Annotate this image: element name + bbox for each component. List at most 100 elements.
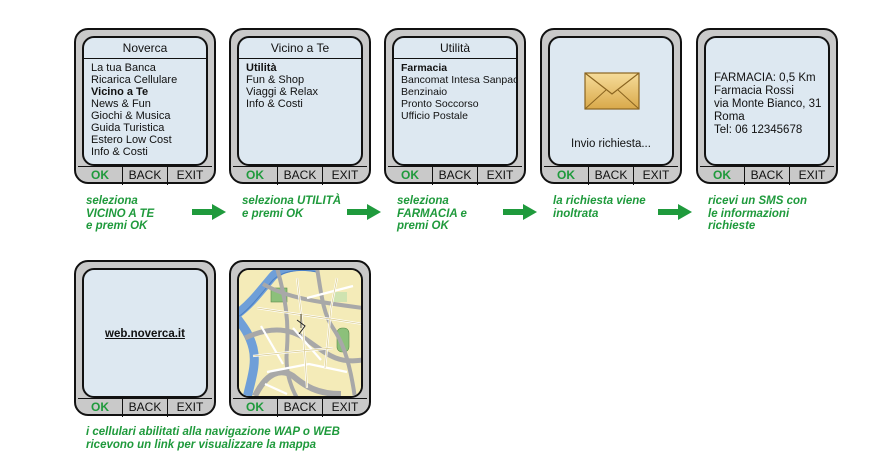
phone-screen: Noverca La tua Banca Ricarica Cellulare …: [82, 36, 208, 166]
menu-item-fun-shop[interactable]: Fun & Shop: [246, 74, 305, 86]
sms-line-address: via Monte Bianco, 31: [714, 98, 822, 110]
back-button[interactable]: BACK: [433, 167, 478, 185]
back-button[interactable]: BACK: [278, 167, 323, 185]
screen-title: Vicino a Te: [239, 38, 361, 59]
sms-line-distance: FARMACIA: 0,5 Km: [714, 72, 816, 84]
caption-line: e premi OK: [86, 220, 148, 232]
caption-step-4: la richiesta viene inoltrata: [553, 195, 646, 220]
phone-screen: FARMACIA: 0,5 Km Farmacia Rossi via Mont…: [704, 36, 830, 166]
phone-screen: web.noverca.it: [82, 268, 208, 398]
sms-line-name: Farmacia Rossi: [714, 85, 794, 97]
back-button[interactable]: BACK: [123, 399, 168, 417]
menu-item-benzinaio[interactable]: Benzinaio: [401, 86, 448, 98]
phone-vicino-a-te-menu: Vicino a Te Utilità Fun & Shop Viaggi & …: [229, 28, 371, 185]
caption-step-1: seleziona VICINO A TE e premi OK: [86, 195, 154, 233]
exit-button[interactable]: EXIT: [331, 400, 359, 414]
menu-item-ricarica-cellulare[interactable]: Ricarica Cellulare: [91, 74, 178, 86]
softkeys: OK BACK EXIT: [233, 166, 367, 185]
exit-button[interactable]: EXIT: [486, 168, 514, 182]
caption-line: seleziona UTILITÀ: [242, 195, 342, 207]
caption-map-note: i cellulari abilitati alla navigazione W…: [86, 426, 340, 451]
caption-line: seleziona: [397, 195, 449, 207]
ok-button[interactable]: OK: [233, 167, 278, 185]
sms-line-city: Roma: [714, 111, 745, 123]
caption-step-2: seleziona UTILITÀ e premi OK: [242, 195, 341, 220]
menu-item-pronto-soccorso[interactable]: Pronto Soccorso: [401, 98, 479, 110]
ok-button[interactable]: OK: [700, 167, 745, 185]
menu-item-utilita[interactable]: Utilità: [246, 62, 277, 74]
caption-line: seleziona: [86, 195, 138, 207]
sms-message: FARMACIA: 0,5 Km Farmacia Rossi via Mont…: [706, 38, 828, 137]
ok-button[interactable]: OK: [78, 167, 123, 185]
exit-button[interactable]: EXIT: [331, 168, 359, 182]
phone-map: OK BACK EXIT: [229, 260, 371, 417]
sms-line-phone: Tel: 06 12345678: [714, 124, 803, 136]
screen-title: Noverca: [84, 38, 206, 59]
ok-button[interactable]: OK: [544, 167, 589, 185]
sending-status: Invio richiesta...: [571, 138, 651, 150]
phone-screen: [237, 268, 363, 398]
menu-item-viaggi-relax[interactable]: Viaggi & Relax: [246, 86, 318, 98]
softkeys: OK BACK EXIT: [544, 166, 678, 185]
back-button[interactable]: BACK: [278, 399, 323, 417]
caption-step-5: ricevi un SMS con le informazioni richie…: [708, 195, 807, 233]
menu-list: La tua Banca Ricarica Cellulare Vicino a…: [84, 59, 206, 158]
city-map-image[interactable]: [237, 268, 363, 398]
arrow-right-icon: [192, 204, 226, 220]
menu-item-news-fun[interactable]: News & Fun: [91, 98, 151, 110]
caption-line: richieste: [708, 220, 756, 232]
phone-screen: Invio richiesta...: [548, 36, 674, 166]
exit-button[interactable]: EXIT: [176, 400, 204, 414]
arrow-right-icon: [503, 204, 537, 220]
softkeys: OK BACK EXIT: [233, 398, 367, 417]
caption-line: ricevono un link per visualizzare la map…: [86, 438, 317, 451]
menu-item-info-costi[interactable]: Info & Costi: [91, 146, 148, 158]
exit-button[interactable]: EXIT: [176, 168, 204, 182]
caption-line: e premi OK: [242, 207, 304, 220]
back-button[interactable]: BACK: [589, 167, 634, 185]
web-link[interactable]: web.noverca.it: [105, 328, 185, 340]
menu-list: Utilità Fun & Shop Viaggi & Relax Info &…: [239, 59, 361, 110]
phone-utilita-menu: Utilità Farmacia Bancomat Intesa Sanpaol…: [384, 28, 526, 185]
menu-item-farmacia[interactable]: Farmacia: [401, 62, 448, 74]
arrow-right-icon: [658, 204, 692, 220]
phone-web-link: web.noverca.it OK BACK EXIT: [74, 260, 216, 417]
softkeys: OK BACK EXIT: [78, 166, 212, 185]
menu-list: Farmacia Bancomat Intesa Sanpaolo Benzin…: [394, 59, 516, 122]
ok-button[interactable]: OK: [388, 167, 433, 185]
exit-button[interactable]: EXIT: [798, 168, 826, 182]
menu-item-ufficio-postale[interactable]: Ufficio Postale: [401, 110, 468, 122]
menu-item-vicino-a-te[interactable]: Vicino a Te: [91, 86, 149, 98]
phone-noverca-menu: Noverca La tua Banca Ricarica Cellulare …: [74, 28, 216, 185]
phone-screen: Utilità Farmacia Bancomat Intesa Sanpaol…: [392, 36, 518, 166]
caption-line: inoltrata: [553, 207, 599, 220]
exit-button[interactable]: EXIT: [642, 168, 670, 182]
caption-line: premi OK: [397, 220, 449, 232]
arrow-right-icon: [347, 204, 381, 220]
caption-line: VICINO A TE: [86, 207, 155, 220]
back-button[interactable]: BACK: [123, 167, 168, 185]
screen-title: Utilità: [394, 38, 516, 59]
menu-item-bancomat[interactable]: Bancomat Intesa Sanpaolo: [401, 74, 518, 86]
menu-item-la-tua-banca[interactable]: La tua Banca: [91, 62, 156, 74]
ok-button[interactable]: OK: [78, 399, 123, 417]
back-button[interactable]: BACK: [745, 167, 790, 185]
softkeys: OK BACK EXIT: [388, 166, 522, 185]
menu-item-guida-turistica[interactable]: Guida Turistica: [91, 122, 165, 134]
envelope-icon: [584, 72, 640, 110]
phone-sms-result: FARMACIA: 0,5 Km Farmacia Rossi via Mont…: [696, 28, 838, 185]
softkeys: OK BACK EXIT: [700, 166, 834, 185]
softkeys: OK BACK EXIT: [78, 398, 212, 417]
caption-line: la richiesta viene: [553, 195, 646, 207]
caption-line: le informazioni: [708, 207, 790, 220]
caption-line: FARMACIA e: [397, 207, 467, 220]
menu-item-giochi-musica[interactable]: Giochi & Musica: [91, 110, 171, 122]
caption-line: ricevi un SMS con: [708, 195, 808, 207]
ok-button[interactable]: OK: [233, 399, 278, 417]
caption-line: i cellulari abilitati alla navigazione W…: [86, 426, 340, 438]
menu-item-info-costi[interactable]: Info & Costi: [246, 98, 303, 110]
menu-item-estero-low-cost[interactable]: Estero Low Cost: [91, 134, 172, 146]
phone-screen: Vicino a Te Utilità Fun & Shop Viaggi & …: [237, 36, 363, 166]
phone-sending-request: Invio richiesta... OK BACK EXIT: [540, 28, 682, 185]
caption-step-3: seleziona FARMACIA e premi OK: [397, 195, 467, 233]
